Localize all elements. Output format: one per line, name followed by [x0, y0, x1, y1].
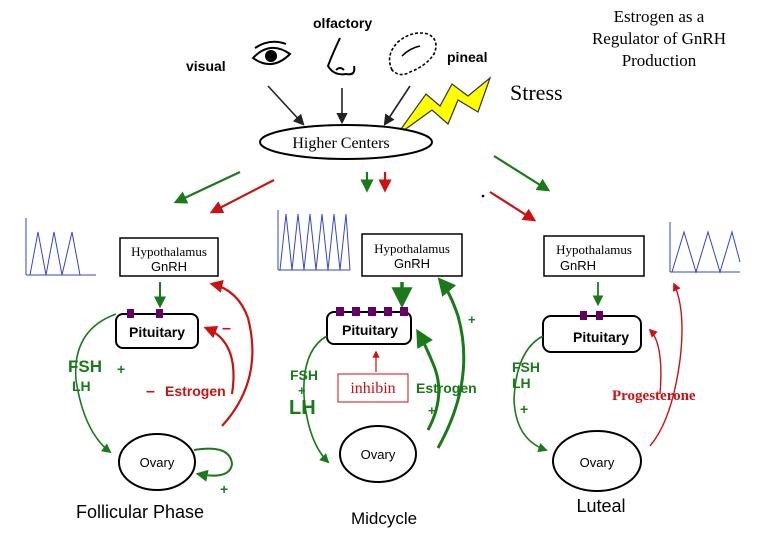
- pineal-label: pineal: [447, 49, 487, 65]
- luteal-fsh-label: FSH: [512, 359, 540, 375]
- luteal-receptor-2: [596, 311, 603, 320]
- pineal-arrow: [383, 85, 411, 126]
- pulse-waveform-follicular: [25, 218, 96, 276]
- follicular-phase-label: Follicular Phase: [76, 502, 204, 522]
- follicular-minus-2: –: [146, 383, 155, 400]
- right-red-arrow: [489, 191, 537, 222]
- left-red-arrow: [209, 179, 275, 214]
- down-arrows: [173, 155, 551, 222]
- stress-label: Stress: [510, 80, 563, 105]
- midcycle-ovary-label: Ovary: [361, 447, 396, 462]
- midcycle-phase-label: Midcycle: [351, 509, 417, 528]
- midcycle-receptor-4: [384, 307, 392, 316]
- right-green-arrow: [493, 155, 551, 192]
- visual-arrow: [267, 85, 305, 126]
- luteal-plus-1: +: [520, 401, 528, 417]
- follicular-hypothalamus-label: Hypothalamus: [131, 244, 207, 259]
- higher-centers-label: Higher Centers: [292, 135, 389, 152]
- follicular-receptor-1: [127, 309, 134, 318]
- midcycle-plus-2: +: [428, 403, 436, 418]
- follicular-ovary-label: Ovary: [140, 455, 175, 470]
- midcycle-ovary: [339, 425, 417, 483]
- luteal-ovary-label: Ovary: [580, 455, 615, 470]
- luteal-hypothalamus-label: Hypothalamus: [556, 242, 632, 257]
- follicular-estrogen-label: Estrogen: [165, 383, 226, 399]
- midcycle-receptor-5: [400, 307, 408, 316]
- brain-icon: [388, 32, 437, 76]
- luteal-pituitary-label: Pituitary: [573, 329, 629, 345]
- midcycle-receptor-3: [368, 307, 376, 316]
- eye-icon: [251, 40, 292, 65]
- pulse-waveform-midcycle: [277, 210, 351, 271]
- midcycle-estrogen-label: Estrogen: [416, 380, 477, 396]
- follicular-panel: Hypothalamus GnRH Pituitary FSH + LH – –…: [68, 237, 254, 522]
- luteal-progesterone-label: Progesterone: [612, 388, 696, 404]
- midcycle-pituitary-label: Pituitary: [342, 322, 398, 338]
- midcycle-panel: Hypothalamus GnRH Pituitary FSH + LH inh…: [289, 233, 477, 528]
- luteal-progesterone-outer-arrow: [649, 282, 683, 447]
- follicular-autocrine-arrow: [193, 447, 234, 482]
- follicular-estrogen-outer-arrow: [209, 279, 254, 427]
- olfactory-label: olfactory: [313, 15, 372, 31]
- midcycle-inhibin-label: inhibin: [350, 380, 395, 397]
- midcycle-fsh-arrow: [303, 335, 330, 464]
- luteal-panel: Hypothalamus GnRH Pituitary FSH LH + Pro…: [512, 235, 696, 516]
- luteal-phase-label: Luteal: [576, 496, 625, 516]
- midcycle-hypothalamus-box: [361, 233, 463, 277]
- follicular-hypothalamus-box: [119, 237, 219, 277]
- midcycle-receptor-2: [352, 307, 360, 316]
- follicular-plus-1: +: [117, 361, 125, 377]
- input-arrows: [267, 85, 411, 126]
- midcycle-lh-label: LH: [289, 397, 316, 419]
- midcycle-estrogen-inner-arrow: [416, 328, 441, 431]
- title: Estrogen as a Regulator of GnRH Producti…: [592, 7, 726, 70]
- title-line-2: Regulator of GnRH: [592, 29, 726, 48]
- left-green-arrow: [173, 171, 241, 204]
- midcycle-hypothalamus-label: Hypothalamus: [374, 241, 450, 256]
- follicular-pituitary-label: Pituitary: [129, 324, 185, 340]
- follicular-fsh-label: FSH: [68, 357, 102, 376]
- follicular-fsh-arrow: [74, 313, 117, 454]
- luteal-pituitary-box: [542, 315, 642, 353]
- luteal-lh-label: LH: [512, 375, 531, 391]
- luteal-gnrh-label: GnRH: [560, 258, 596, 273]
- visual-label: visual: [186, 58, 226, 74]
- follicular-ovary: [118, 433, 196, 491]
- luteal-ovary: [552, 430, 642, 492]
- midcycle-plus-1: +: [468, 312, 476, 327]
- luteal-progesterone-inner-arrow: [648, 328, 662, 395]
- stray-dot: [481, 194, 485, 198]
- nose-icon: [326, 37, 356, 76]
- midcycle-plus-small: +: [298, 383, 306, 398]
- follicular-minus-1: –: [222, 320, 231, 337]
- higher-centers-ellipse: [259, 124, 433, 160]
- midcycle-receptor-1: [336, 307, 344, 316]
- follicular-gnrh-label: GnRH: [151, 259, 187, 274]
- midcycle-inhibin-box: [337, 373, 409, 403]
- pulse-waveform-luteal: [669, 222, 741, 274]
- follicular-lh-label: LH: [72, 378, 91, 394]
- midcycle-gnrh-label: GnRH: [394, 256, 430, 271]
- follicular-plus-2: +: [220, 481, 228, 497]
- luteal-hypothalamus-box: [543, 235, 645, 277]
- midcycle-fsh-label: FSH: [290, 367, 318, 383]
- follicular-estrogen-inner-arrow: [203, 325, 235, 395]
- midcycle-estrogen-outer-arrow: [436, 277, 466, 449]
- luteal-fsh-arrow: [513, 335, 548, 453]
- title-line-1: Estrogen as a: [614, 7, 705, 26]
- follicular-receptor-2: [156, 309, 163, 318]
- title-line-3: Production: [622, 51, 697, 70]
- luteal-receptor-1: [580, 311, 587, 320]
